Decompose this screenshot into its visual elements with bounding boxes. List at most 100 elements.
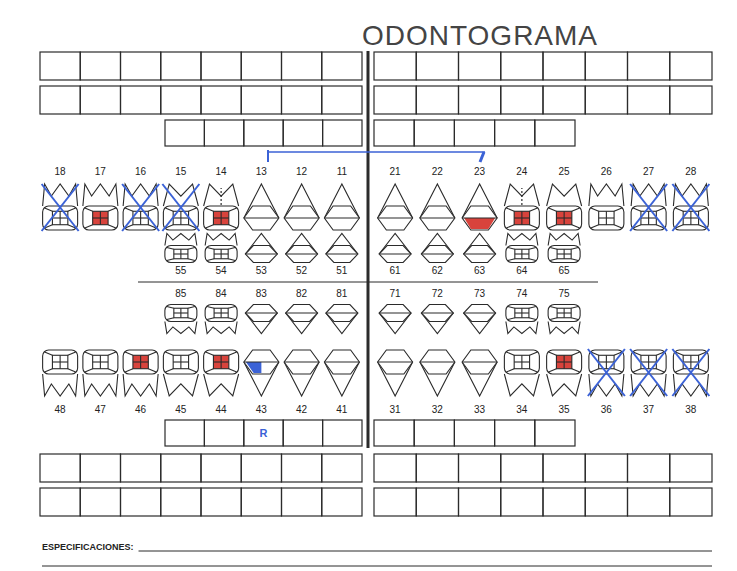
tooth-surface-line: [572, 369, 580, 372]
tooth-surface-line: [188, 259, 195, 261]
record-box: [416, 86, 458, 114]
tooth-surface-line: [529, 248, 536, 250]
endo-mark: [521, 188, 522, 205]
tooth-surface-line: [614, 208, 622, 211]
tooth-number: 12: [296, 167, 307, 177]
tooth-surface-line: [85, 369, 93, 372]
tooth-surface-line: [521, 249, 522, 259]
tooth-number: 64: [516, 266, 527, 276]
tooth-root: [165, 234, 197, 246]
record-box: [495, 420, 535, 446]
record-box: [670, 86, 712, 114]
tooth-crown: [547, 350, 582, 374]
tooth-symbol: [83, 184, 118, 230]
tooth-crown: [673, 206, 708, 230]
tooth-surface-line: [188, 248, 195, 250]
tooth-surface-line: [648, 211, 649, 224]
tooth-surface-line: [699, 369, 707, 372]
tooth-crown: [326, 305, 358, 322]
tooth-surface-line: [614, 225, 622, 228]
tooth-symbol: [547, 350, 582, 396]
tooth-surface-line: [421, 312, 453, 313]
record-box: [414, 420, 454, 446]
occlusal-surface: [515, 249, 529, 259]
record-box: [323, 420, 362, 446]
tooth-symbol: [506, 305, 538, 334]
record-box: [201, 52, 241, 80]
tooth-symbol: [462, 184, 497, 230]
tooth-symbol: [589, 184, 624, 230]
record-box: [585, 454, 627, 482]
tooth-root: [83, 374, 118, 396]
tooth-number: 84: [216, 289, 227, 299]
occlusal-surface: [133, 355, 148, 368]
tooth-root: [43, 184, 78, 206]
tooth-surface-line: [614, 369, 622, 372]
missing-tooth-cross: [162, 184, 199, 231]
tooth-number: 21: [390, 167, 401, 177]
tooth-root: [163, 374, 198, 396]
tooth-surface-line: [245, 312, 277, 313]
tooth-number: 63: [474, 266, 485, 276]
tooth-number: 47: [95, 405, 106, 415]
record-box: [121, 454, 161, 482]
tooth-crown: [244, 350, 279, 374]
tooth-surface-line: [206, 369, 214, 372]
tooth-root: [673, 374, 708, 396]
tooth-surface-line: [506, 369, 514, 372]
tooth-surface-line: [207, 259, 214, 261]
record-box: [374, 454, 416, 482]
tooth-surface-line: [378, 217, 413, 218]
tooth-symbol: [420, 184, 455, 230]
tooth-symbol: [122, 184, 159, 231]
tooth-symbol: [245, 234, 277, 263]
tooth-surface-line: [464, 312, 496, 313]
tooth-root: [589, 184, 624, 206]
tooth-surface-line: [606, 355, 607, 368]
tooth-crown: [163, 206, 198, 230]
tooth-number: 52: [296, 266, 307, 276]
field-label: ESPECIFICACIONES:: [42, 543, 134, 552]
writing-line: [42, 566, 712, 567]
tooth-root: [163, 184, 198, 206]
tooth-surface-line: [656, 369, 664, 372]
occlusal-surface: [514, 355, 529, 368]
tooth-number: 32: [432, 405, 443, 415]
tooth-surface-line: [45, 369, 53, 372]
record-box: [40, 52, 80, 80]
record-box: [501, 488, 543, 516]
tooth-surface-line: [245, 253, 277, 254]
record-box: [414, 120, 454, 146]
tooth-surface-line: [125, 208, 133, 211]
occlusal-surface: [557, 308, 571, 318]
record-box: [459, 454, 501, 482]
occlusal-surface: [93, 211, 108, 224]
tooth-root: [123, 374, 158, 396]
record-box: [282, 454, 322, 482]
tooth-symbol: [165, 305, 197, 334]
tooth-symbol: [245, 305, 277, 334]
tooth-number: 73: [474, 289, 485, 299]
record-box: [80, 488, 120, 516]
tooth-surface-line: [188, 307, 195, 309]
tooth-number: 24: [516, 167, 527, 177]
tooth-root: [631, 184, 666, 206]
record-box: [416, 52, 458, 80]
tooth-symbol: [42, 184, 79, 231]
tooth-symbol: [462, 350, 497, 396]
tooth-surface-line: [148, 352, 156, 355]
tooth-surface-line: [108, 225, 116, 228]
tooth-crown: [165, 246, 197, 263]
tooth-crown: [548, 246, 580, 263]
tooth-symbol: [43, 350, 78, 396]
tooth-surface-line: [530, 369, 538, 372]
tooth-surface-line: [571, 318, 578, 320]
missing-tooth-cross: [162, 184, 199, 231]
tooth-surface-line: [529, 259, 536, 261]
tooth-root: [205, 322, 237, 334]
tooth-number: 65: [559, 266, 570, 276]
tooth-surface-line: [140, 211, 141, 224]
record-box: [283, 420, 322, 446]
record-box: [80, 454, 120, 482]
tooth-surface-line: [550, 318, 557, 320]
